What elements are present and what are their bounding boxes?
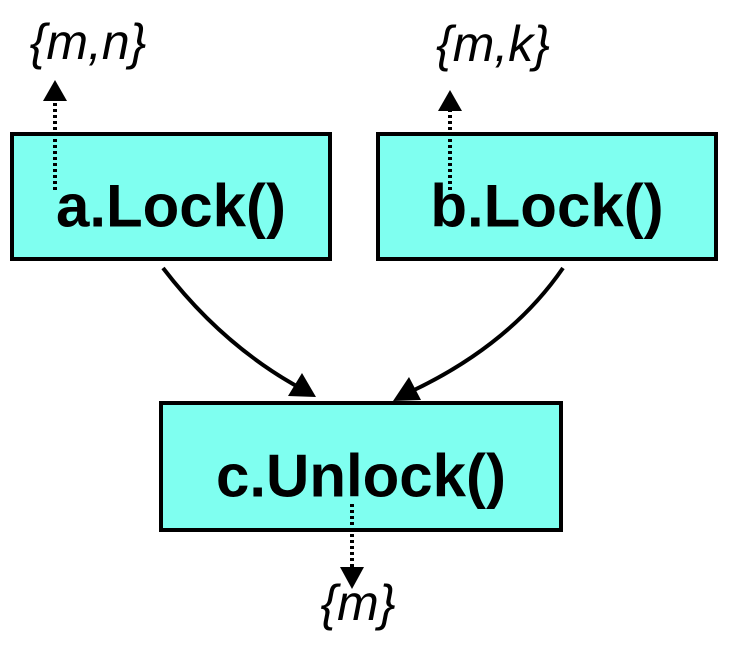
node-b-box	[376, 132, 718, 261]
dotted-arrow-a-set-arrowhead	[43, 80, 67, 101]
node-c-box	[159, 401, 563, 532]
edge-a-to-c	[161, 266, 301, 390]
node-c-unlock: c.Unlock()	[159, 401, 563, 532]
lock-set-a: {m,n}	[30, 14, 147, 70]
lock-set-c: {m}	[320, 575, 395, 631]
node-a-label: a.Lock()	[56, 173, 286, 240]
dotted-arrow-b-set-arrowhead	[438, 90, 462, 111]
node-b-lock: b.Lock()	[376, 132, 718, 261]
edge-b-to-c-arrowhead	[393, 377, 421, 401]
edge-a-to-c-arrowhead	[288, 373, 316, 397]
node-b-label: b.Lock()	[430, 173, 663, 240]
lock-set-b: {m,k}	[436, 16, 550, 72]
edge-b-to-c	[409, 266, 565, 394]
node-a-lock: a.Lock()	[10, 132, 332, 261]
dotted-arrow-c-set-arrowhead	[340, 567, 364, 589]
node-a-box	[10, 132, 332, 261]
node-c-label: c.Unlock()	[216, 443, 506, 510]
